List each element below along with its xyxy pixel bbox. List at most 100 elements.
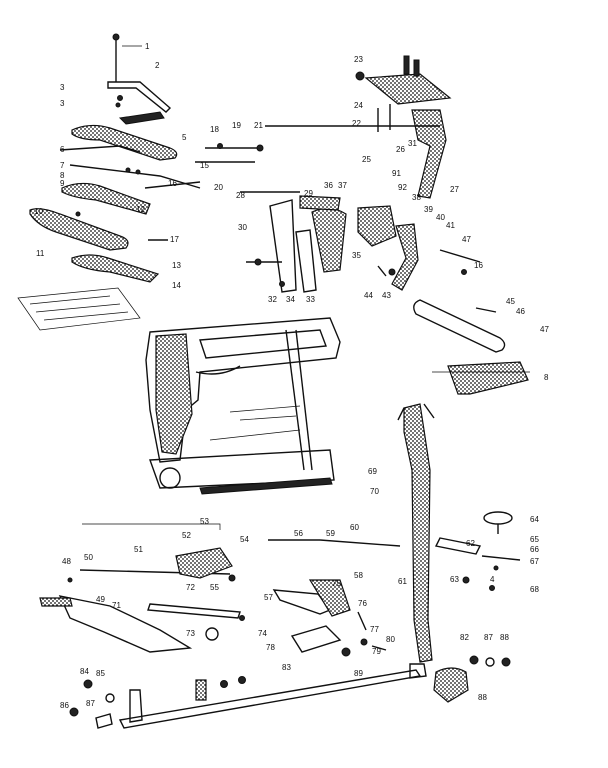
callout-13: 13: [172, 261, 181, 270]
callout-29: 29: [304, 189, 313, 198]
callout-68: 68: [530, 585, 539, 594]
callout-73: 73: [186, 629, 195, 638]
callout-10: 10: [34, 207, 43, 216]
callout-24: 24: [354, 101, 363, 110]
callout-75: 75: [332, 579, 341, 588]
callout-86: 86: [60, 701, 69, 710]
bottom-shaft: [69, 669, 422, 729]
callout-89: 89: [354, 669, 363, 678]
callout-72: 72: [186, 583, 195, 592]
callout-62: 62: [466, 539, 475, 548]
callout-57: 57: [264, 593, 273, 602]
callout-17: 17: [170, 235, 179, 244]
callout-33: 33: [306, 295, 315, 304]
callout-77: 77: [370, 625, 379, 634]
callout-59: 59: [326, 529, 335, 538]
callout-16: 16: [168, 179, 177, 188]
callout-36: 36: [324, 181, 333, 190]
callout-8b: 8: [544, 373, 549, 382]
callout-91: 91: [392, 169, 401, 178]
callout-38: 38: [412, 193, 421, 202]
callout-35: 35: [352, 251, 361, 260]
callout-66: 66: [530, 545, 539, 554]
callout-65: 65: [530, 535, 539, 544]
callout-47b: 47: [540, 325, 549, 334]
callout-32: 32: [268, 295, 277, 304]
callout-50: 50: [84, 553, 93, 562]
left-lever-stack: [17, 33, 201, 331]
callout-87: 87: [86, 699, 95, 708]
left-small-parts: [75, 95, 300, 263]
callout-43: 43: [382, 291, 391, 300]
callout-19: 19: [232, 121, 241, 130]
callout-18: 18: [210, 125, 219, 134]
callout-3: 3: [60, 83, 65, 92]
callout-84: 84: [80, 667, 89, 676]
middle-linkages: [254, 195, 481, 293]
callout-2: 2: [155, 61, 160, 70]
callout-51: 51: [134, 545, 143, 554]
callout-63: 63: [450, 575, 459, 584]
callout-55: 55: [210, 583, 219, 592]
callout-26: 26: [396, 145, 405, 154]
callout-22: 22: [352, 119, 361, 128]
callout-25: 25: [362, 155, 371, 164]
callout-20: 20: [214, 183, 223, 192]
callout-8: 8: [60, 171, 65, 180]
callout-69: 69: [368, 467, 377, 476]
callout-23: 23: [354, 55, 363, 64]
callout-83: 83: [282, 663, 291, 672]
callout-71: 71: [112, 601, 121, 610]
callout-7: 7: [60, 161, 65, 170]
callout-39: 39: [424, 205, 433, 214]
callout-41: 41: [446, 221, 455, 230]
callout-30: 30: [238, 223, 247, 232]
callout-11: 11: [36, 249, 45, 258]
callout-9: 9: [60, 179, 65, 188]
callout-80: 80: [386, 635, 395, 644]
right-small-parts: [434, 511, 521, 667]
callout-74: 74: [258, 629, 267, 638]
callout-85: 85: [96, 669, 105, 678]
callout-78: 78: [266, 643, 275, 652]
callout-16b: 16: [474, 261, 483, 270]
callout-56: 56: [294, 529, 303, 538]
machine-body: [145, 317, 341, 495]
callout-82: 82: [460, 633, 469, 642]
callout-88b: 88: [478, 693, 487, 702]
callout-labels: 1 2 3 3 5 6 7 8 9 10 11 12 13 14 15 16 1…: [34, 42, 549, 710]
bottom-left-linkage: [39, 523, 245, 653]
callout-46: 46: [516, 307, 525, 316]
callout-53: 53: [200, 517, 209, 526]
callout-3b: 3: [60, 99, 65, 108]
callout-47: 47: [462, 235, 471, 244]
callout-52: 52: [182, 531, 191, 540]
callout-27: 27: [450, 185, 459, 194]
callout-37: 37: [338, 181, 347, 190]
callout-28: 28: [236, 191, 245, 200]
callout-49: 49: [96, 595, 105, 604]
callout-70: 70: [370, 487, 379, 496]
callout-58: 58: [354, 571, 363, 580]
callout-12: 12: [136, 205, 145, 214]
callout-14: 14: [172, 281, 181, 290]
callout-21: 21: [254, 121, 263, 130]
callout-15: 15: [200, 161, 209, 170]
callout-67: 67: [530, 557, 539, 566]
callout-34: 34: [286, 295, 295, 304]
callout-6: 6: [60, 145, 65, 154]
callout-88: 88: [500, 633, 509, 642]
callout-60: 60: [350, 523, 359, 532]
callout-45: 45: [506, 297, 515, 306]
top-right-bracket: [265, 55, 452, 199]
callout-54: 54: [240, 535, 249, 544]
callout-44: 44: [364, 291, 373, 300]
callout-92: 92: [398, 183, 407, 192]
right-vertical-lever: [397, 403, 469, 703]
callout-31: 31: [408, 139, 417, 148]
callout-87b: 87: [484, 633, 493, 642]
callout-1: 1: [145, 42, 150, 51]
callout-79: 79: [372, 647, 381, 656]
